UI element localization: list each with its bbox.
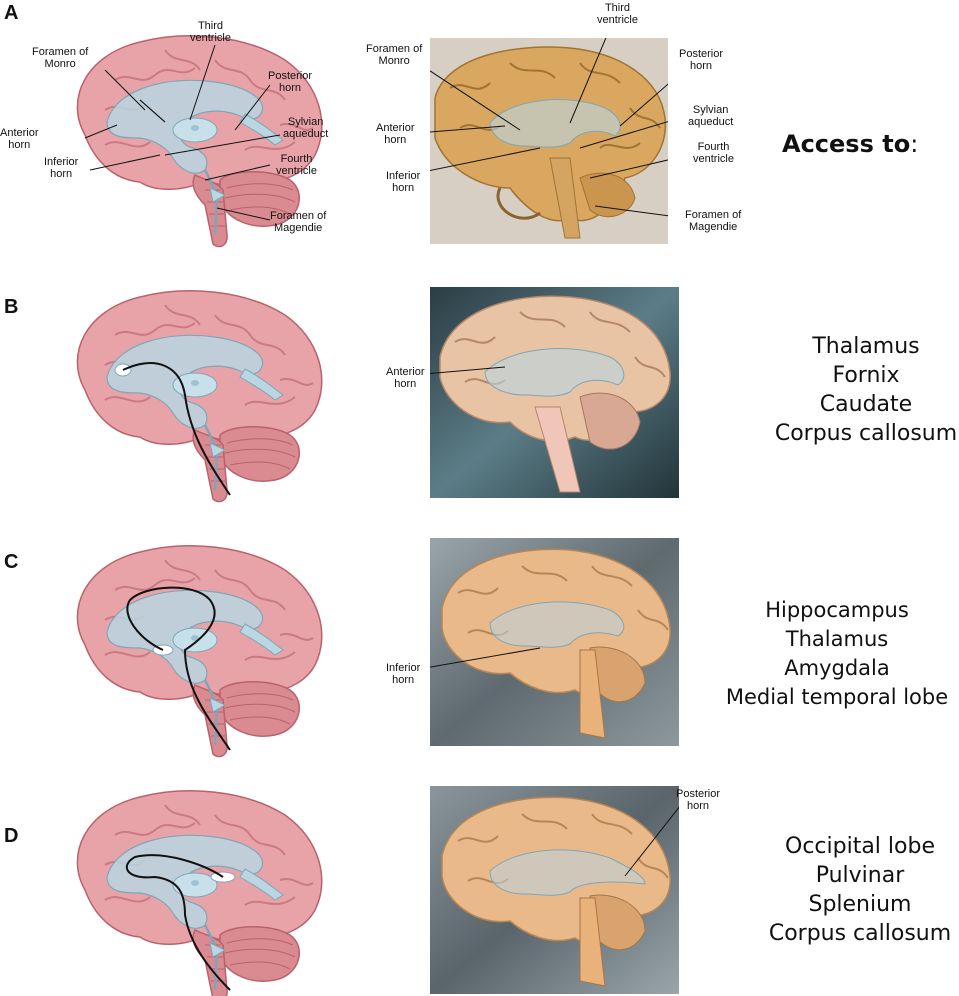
- access-list-c: Hippocampus Thalamus Amygdala Medial tem…: [715, 596, 959, 712]
- access-list-b: Thalamus Fornix Caudate Corpus callosum: [746, 332, 959, 448]
- brain-illustration-d: [76, 789, 323, 996]
- specimen-brain-c: [430, 538, 679, 746]
- access-item: Caudate: [819, 392, 913, 417]
- access-item: Hippocampus: [765, 598, 909, 622]
- access-item: Fornix: [832, 363, 900, 388]
- panel-letter-c: C: [4, 551, 19, 573]
- brain-illustration-b: [76, 289, 323, 503]
- access-item: Corpus callosum: [768, 921, 952, 946]
- specimen-brain-d: [430, 786, 679, 994]
- brain-illustration-c: [76, 544, 323, 758]
- specimen-brain-a: [430, 38, 668, 244]
- access-list-d: Occipital lobe Pulvinar Splenium Corpus …: [740, 832, 959, 948]
- access-item: Corpus callosum: [774, 421, 958, 446]
- access-item: Occipital lobe: [785, 834, 935, 859]
- access-item: Amygdala: [784, 656, 890, 680]
- access-item: Splenium: [808, 892, 912, 917]
- specimen-photo-d: [430, 786, 679, 994]
- access-item: Thalamus: [785, 627, 889, 651]
- specimen-photo-a: [430, 38, 668, 244]
- access-item: Medial temporal lobe: [725, 685, 949, 709]
- specimen-photo-b: [430, 287, 679, 498]
- specimen-brain-b: [430, 287, 679, 498]
- panel-letter-a: A: [4, 2, 19, 24]
- access-item: Thalamus: [812, 334, 920, 359]
- access-heading: Access to:: [782, 130, 919, 158]
- brain-illustration-a: [76, 34, 323, 248]
- access-item: Pulvinar: [815, 863, 905, 888]
- panel-letter-d: D: [4, 825, 19, 847]
- panel-letter-b: B: [4, 296, 19, 318]
- specimen-photo-c: [430, 538, 679, 746]
